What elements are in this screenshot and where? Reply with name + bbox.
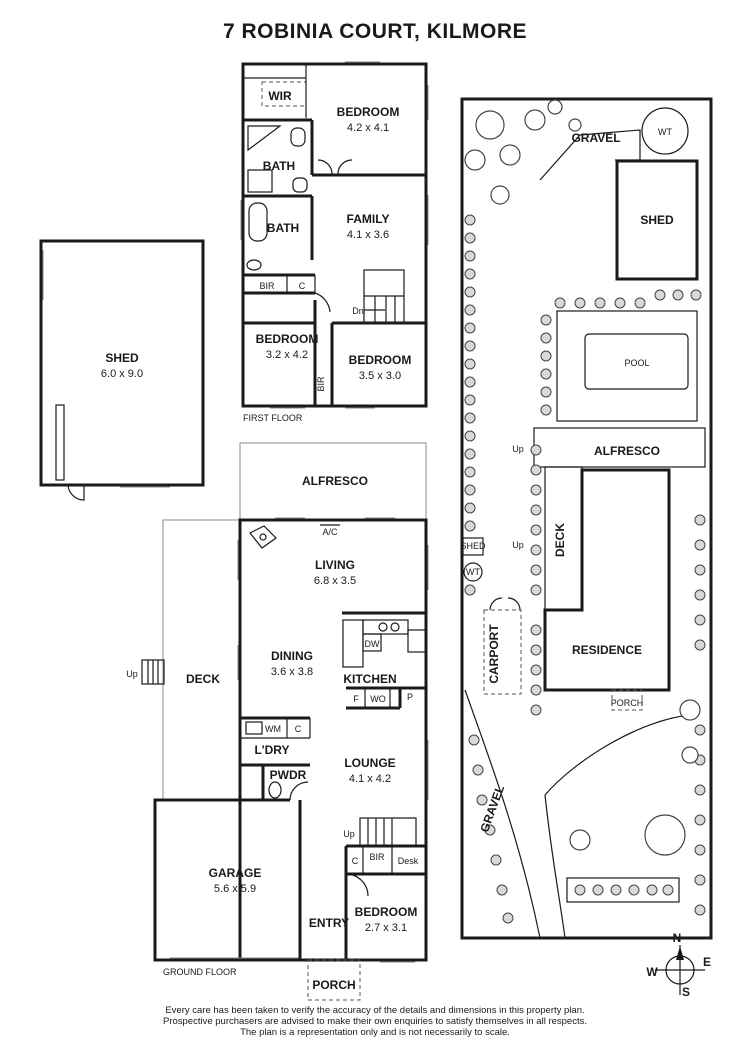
site-shed-label: SHED [640,213,674,227]
wm-label: WM [265,724,281,734]
bath1-label: BATH [263,159,295,173]
bir2-label: BIR [316,376,326,392]
family-name: FAMILY [347,212,390,226]
living-size: 6.8 x 3.5 [314,575,356,587]
bedroom3-name: BEDROOM [349,353,412,367]
up-label-stairs: Up [343,829,355,839]
pwdr-label: PWDR [270,768,307,782]
site-alfresco-label: ALFRESCO [594,444,660,458]
shed-name: SHED [105,351,139,365]
bedroom-ground-name: BEDROOM [355,905,418,919]
lounge-name: LOUNGE [344,756,395,770]
laundry-label: L'DRY [254,743,289,757]
wt-top-label: WT [658,127,672,137]
site-up1-label: Up [512,444,524,454]
first-floor-plan [240,61,429,409]
c-label-first: C [299,281,306,291]
site-wt-small-label: WT [466,567,480,577]
site-deck-label: DECK [553,523,567,557]
carport-label: CARPORT [487,624,501,684]
bedroom1-size: 4.2 x 4.1 [347,122,389,134]
dw-label: DW [365,639,380,649]
compass-s: S [682,985,690,999]
hedge-pool [530,289,706,716]
compass-icon [655,945,705,995]
gravel-side-label: GRAVEL [477,783,507,834]
ground-floor-plan [141,442,429,1001]
bir-label-ground: BIR [369,852,385,862]
desk-label: Desk [398,856,419,866]
disclaimer: Every care has been taken to verify the … [0,1005,750,1038]
ac-label: A/C [322,527,338,537]
trees [464,99,701,856]
disclaimer-line-1: Every care has been taken to verify the … [165,1005,585,1016]
site-porch-label: PORCH [611,698,644,708]
wir-label: WIR [268,89,292,103]
first-floor-label: FIRST FLOOR [243,413,303,423]
c1-label: C [295,724,302,734]
shed-size: 6.0 x 9.0 [101,368,143,380]
dn-label: Dn [352,306,364,316]
family-size: 4.1 x 3.6 [347,229,389,241]
bath2-label: BATH [267,221,299,235]
gravel-top-label: GRAVEL [571,131,620,145]
site-up2-label: Up [512,540,524,550]
bedroom-ground-size: 2.7 x 3.1 [365,922,407,934]
shed-plan [39,239,205,501]
bedroom3-size: 3.5 x 3.0 [359,370,401,382]
disclaimer-line-3: The plan is a representation only and is… [240,1027,510,1038]
pool-label: POOL [624,358,649,368]
c2-label: C [352,856,359,866]
garage-size: 5.6 x 5.9 [214,883,256,895]
compass-n: N [673,931,682,945]
up-label-deck: Up [126,669,138,679]
alfresco-label: ALFRESCO [302,474,368,488]
hedge-left [464,214,514,924]
porch-label: PORCH [312,978,355,992]
bedroom2-name: BEDROOM [256,332,319,346]
lounge-size: 4.1 x 4.2 [349,773,391,785]
dining-size: 3.6 x 3.8 [271,666,313,678]
p-label: P [407,692,413,702]
bir-label-first: BIR [259,281,275,291]
page-title: 7 ROBINIA COURT, KILMORE [222,20,528,43]
disclaimer-line-2: Prospective purchasers are advised to ma… [162,1016,587,1027]
kitchen-label: KITCHEN [343,672,396,686]
site-plan [460,97,713,940]
compass-w: W [646,965,658,979]
deck-label: DECK [186,672,220,686]
site-shed-small-label: SHED [460,541,486,551]
bedroom1-name: BEDROOM [337,105,400,119]
residence-label: RESIDENCE [572,643,642,657]
f-label: F [353,694,359,704]
dining-name: DINING [271,649,313,663]
garage-name: GARAGE [209,866,262,880]
wo-label: WO [370,694,386,704]
compass-e: E [703,955,711,969]
ground-floor-label: GROUND FLOOR [163,967,237,977]
living-name: LIVING [315,558,355,572]
entry-label: ENTRY [309,916,349,930]
bedroom2-size: 3.2 x 4.2 [266,349,308,361]
